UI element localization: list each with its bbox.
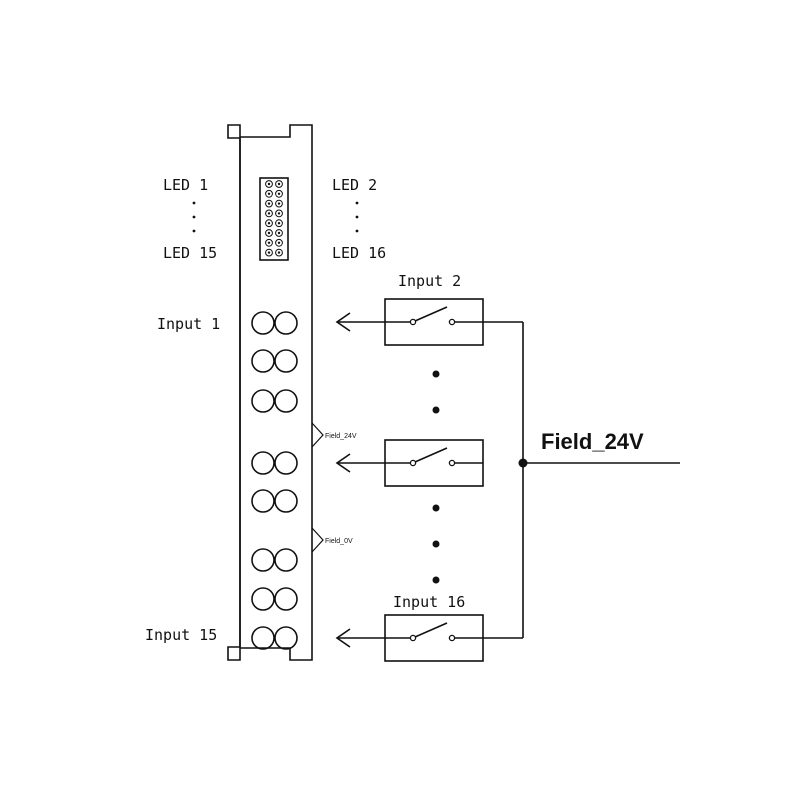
led-indicator-core bbox=[277, 251, 281, 254]
led-indicator-core bbox=[267, 192, 271, 195]
led-array bbox=[259, 177, 289, 261]
led-2-label: LED 2 bbox=[332, 176, 377, 194]
terminal-contact bbox=[274, 311, 298, 335]
led-indicator bbox=[265, 189, 273, 198]
led-indicator bbox=[265, 180, 273, 188]
led-indicator-core bbox=[267, 182, 271, 186]
terminal-contact bbox=[274, 587, 298, 611]
led-indicator bbox=[275, 199, 283, 208]
led-indicator-core bbox=[277, 212, 281, 215]
terminal-module: Field_24V Field_0V bbox=[227, 124, 357, 661]
led-indicator-core bbox=[277, 202, 281, 205]
bus-junction bbox=[518, 458, 528, 468]
led-indicator-core bbox=[267, 251, 271, 254]
led-15-label: LED 15 bbox=[163, 244, 217, 262]
terminal-pair bbox=[251, 389, 298, 413]
terminal-contact bbox=[274, 626, 298, 650]
led-indicator-core bbox=[277, 231, 281, 235]
input-switch bbox=[335, 298, 484, 346]
switch-ellipsis-upper bbox=[432, 370, 440, 414]
led-indicator-core bbox=[277, 182, 281, 186]
led-indicator bbox=[275, 229, 283, 237]
led-16-label: LED 16 bbox=[332, 244, 386, 262]
switch-ellipsis-lower bbox=[432, 504, 440, 584]
field-24v-marker bbox=[311, 422, 324, 448]
terminal-contact bbox=[274, 451, 298, 475]
led-indicator-core bbox=[277, 241, 281, 244]
terminal-contact bbox=[274, 349, 298, 373]
input-2-label: Input 2 bbox=[398, 272, 461, 290]
led-indicator-core bbox=[267, 222, 271, 225]
led-indicator bbox=[265, 248, 273, 257]
terminal-contact bbox=[274, 389, 298, 413]
terminal-pair bbox=[251, 311, 298, 335]
switch-lever bbox=[414, 447, 448, 463]
terminal-contact bbox=[251, 389, 275, 413]
led-indicator-core bbox=[267, 241, 271, 244]
led-1-label: LED 1 bbox=[163, 176, 208, 194]
terminal-contact bbox=[251, 451, 275, 475]
switch-lever bbox=[414, 306, 448, 322]
field-0v-small-label: Field_0V bbox=[325, 538, 353, 545]
terminal-contact bbox=[251, 548, 275, 572]
terminal-pair bbox=[251, 451, 298, 475]
switch-contact bbox=[448, 634, 456, 642]
led-indicator bbox=[265, 219, 273, 228]
led-indicator bbox=[275, 238, 283, 247]
led-indicator bbox=[265, 199, 273, 208]
led-indicator bbox=[275, 209, 283, 218]
switch-contact bbox=[409, 318, 417, 326]
led-dots bbox=[265, 180, 283, 257]
switch-contact bbox=[409, 459, 417, 467]
terminal-contact bbox=[251, 489, 275, 513]
led-indicator bbox=[265, 238, 273, 247]
switch-contact bbox=[409, 634, 417, 642]
field-0v-marker bbox=[311, 527, 324, 553]
field-24v-supply-label: Field_24V bbox=[541, 429, 644, 454]
terminal-contact bbox=[274, 489, 298, 513]
input-switch bbox=[335, 614, 484, 662]
terminal-contact bbox=[251, 626, 275, 650]
input-15-label: Input 15 bbox=[145, 626, 217, 644]
input-1-label: Input 1 bbox=[157, 315, 220, 333]
led-indicator-core bbox=[267, 202, 271, 205]
terminal-pair bbox=[251, 349, 298, 373]
led-ellipsis-right bbox=[355, 201, 359, 233]
input-16-label: Input 16 bbox=[393, 593, 465, 611]
switch-lever bbox=[414, 622, 448, 638]
terminal-contact bbox=[251, 311, 275, 335]
terminal-contact bbox=[274, 548, 298, 572]
led-indicator bbox=[265, 229, 273, 237]
terminal-contact bbox=[251, 349, 275, 373]
input-switch bbox=[335, 439, 484, 487]
led-indicator-core bbox=[267, 212, 271, 215]
led-indicator bbox=[275, 219, 283, 228]
switch-contact bbox=[448, 318, 456, 326]
terminal-pair bbox=[251, 548, 298, 572]
terminal-pair bbox=[251, 626, 298, 650]
terminal-contact bbox=[251, 587, 275, 611]
led-indicator bbox=[275, 180, 283, 188]
led-ellipsis-left bbox=[192, 201, 196, 233]
led-indicator bbox=[275, 248, 283, 257]
switch-circuits bbox=[335, 298, 484, 662]
led-indicator bbox=[265, 209, 273, 218]
led-indicator-core bbox=[277, 222, 281, 225]
led-indicator-core bbox=[277, 192, 281, 195]
supply-bus bbox=[483, 321, 680, 639]
led-block bbox=[259, 177, 289, 261]
terminal-pair bbox=[251, 489, 298, 513]
led-indicator bbox=[275, 189, 283, 198]
terminal-pair bbox=[251, 587, 298, 611]
terminal-contacts bbox=[251, 311, 298, 650]
led-indicator-core bbox=[267, 231, 271, 235]
field-24v-small-label: Field_24V bbox=[325, 433, 357, 440]
switch-contact bbox=[448, 459, 456, 467]
